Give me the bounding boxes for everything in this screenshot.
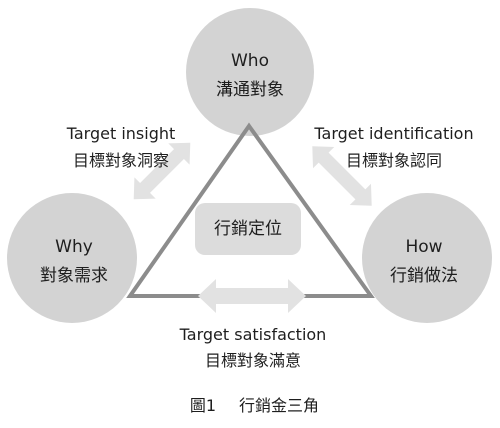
insight-arrow <box>133 142 191 200</box>
center-label: 行銷定位 <box>214 219 282 239</box>
satisfaction-label: Target satisfaction <box>179 325 327 344</box>
insight-sublabel: 目標對象洞察 <box>73 151 169 170</box>
identification-arrow <box>312 146 372 206</box>
identification-sublabel: 目標對象認同 <box>346 151 442 170</box>
center-label-box <box>195 203 301 255</box>
who-circle <box>186 8 314 136</box>
identification-label: Target identification <box>313 124 473 143</box>
how-circle <box>362 193 492 323</box>
why-title: Why <box>55 237 93 257</box>
insight-label: Target insight <box>66 124 176 143</box>
why-subtitle: 對象需求 <box>40 266 108 286</box>
satisfaction-sublabel: 目標對象滿意 <box>205 351 301 370</box>
who-subtitle: 溝通對象 <box>216 80 284 100</box>
why-circle <box>7 193 137 323</box>
who-title: Who <box>231 51 269 71</box>
figure-number: 圖1 <box>190 396 216 415</box>
how-subtitle: 行銷做法 <box>390 266 458 286</box>
satisfaction-arrow <box>198 279 306 313</box>
how-title: How <box>405 237 442 257</box>
figure-caption: 行銷金三角 <box>239 396 319 415</box>
